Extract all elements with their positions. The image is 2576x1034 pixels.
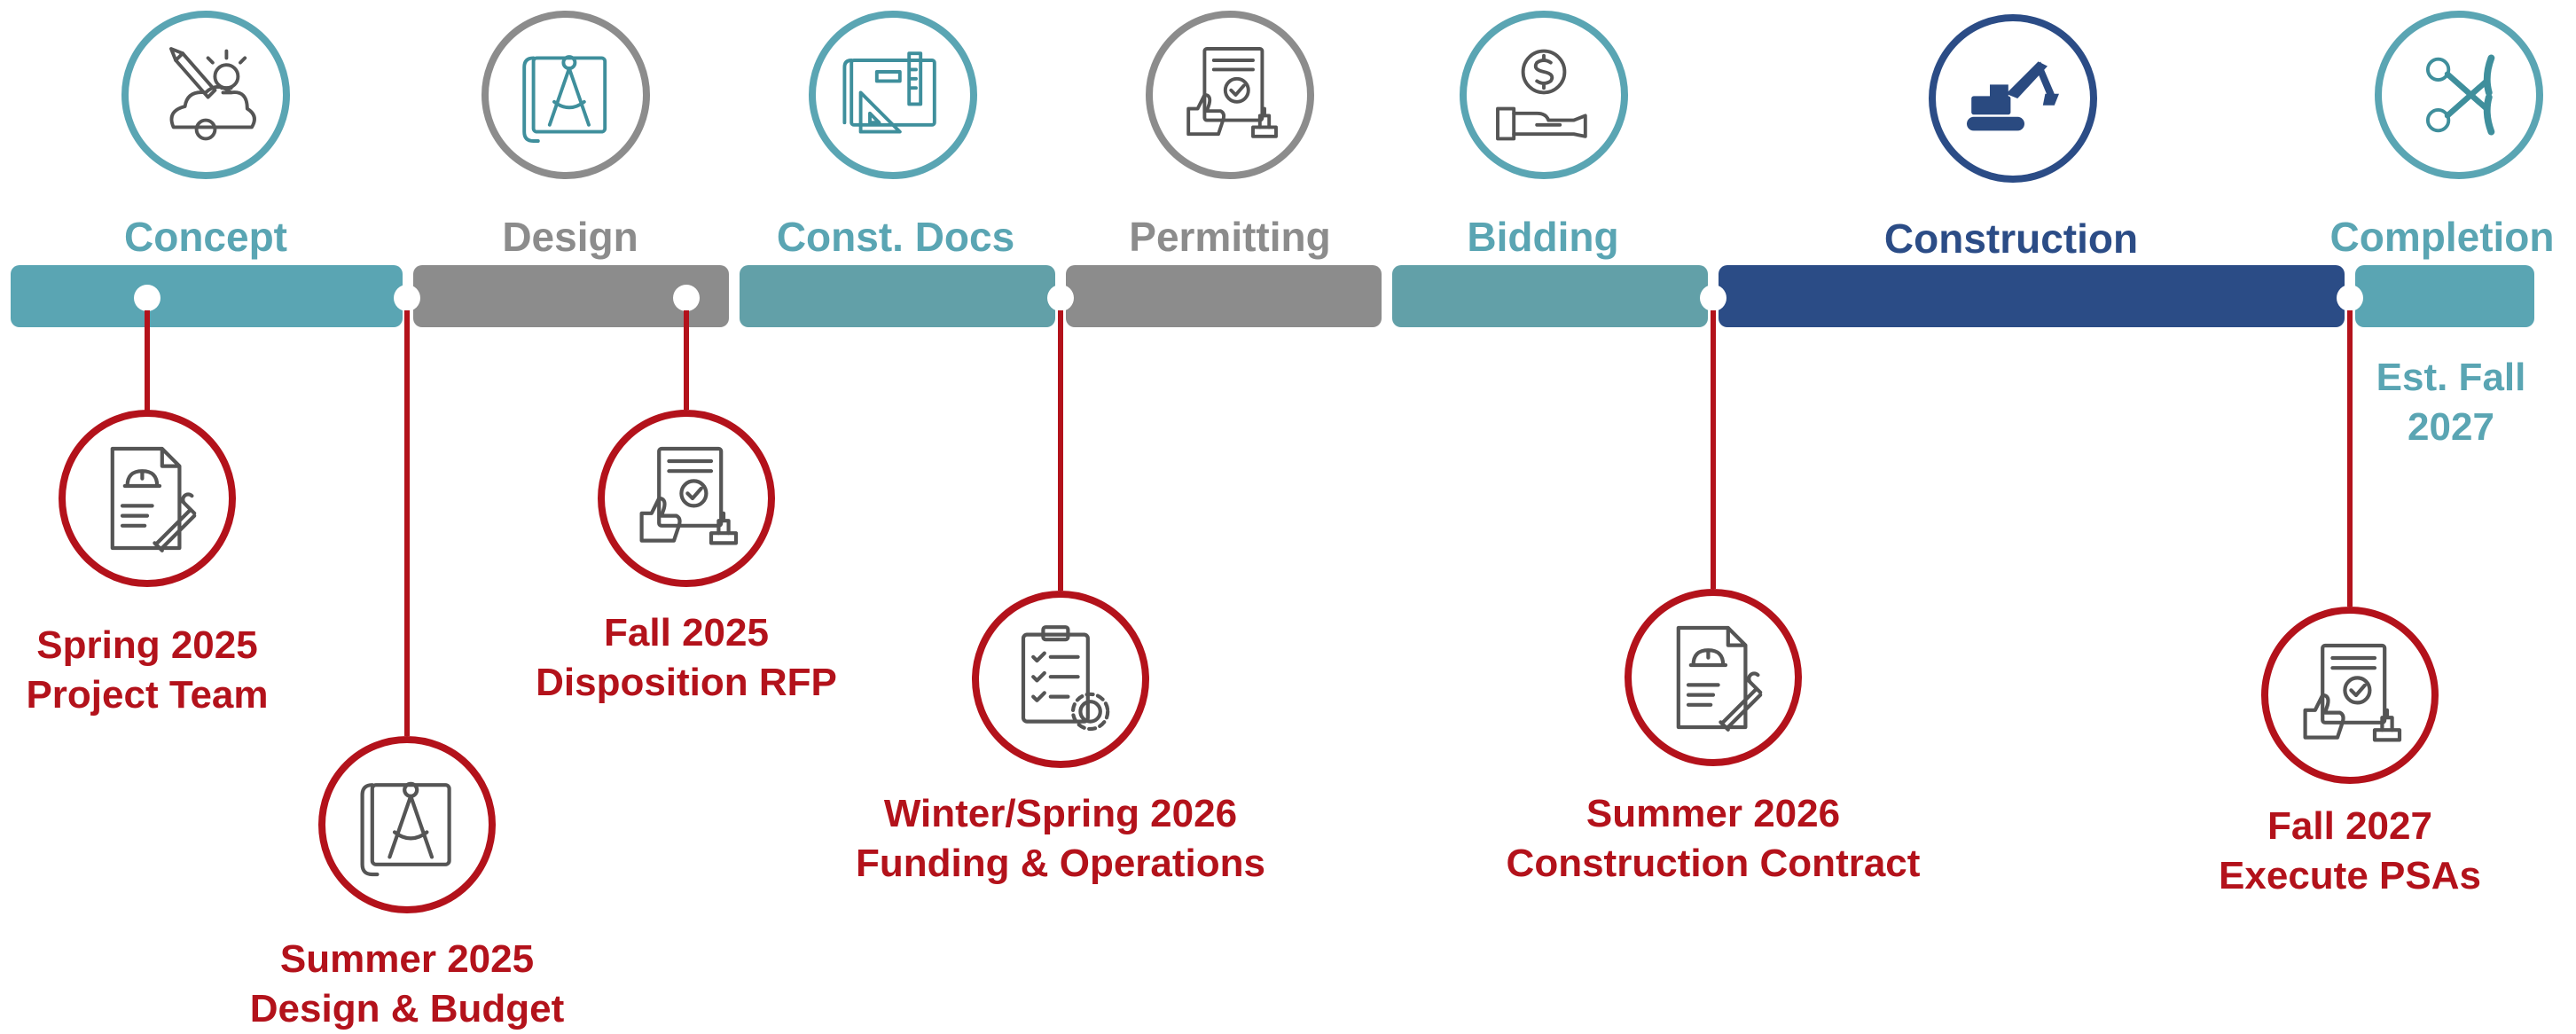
concept-icon [169,47,256,141]
milestone-dot-5 [1700,285,1726,311]
phase-label-const-docs: Const. Docs [776,214,1015,260]
design-icon [522,55,607,143]
completion-estimate-line1: Est. Fall [2376,356,2526,399]
milestone-date: Summer 2025 [279,937,535,981]
completion-estimate: Est. Fall 2027 [2376,353,2526,452]
milestone-dot-6 [2337,285,2363,311]
milestone-title: Funding & Operations [856,842,1265,885]
milestone-stem-4 [1058,310,1063,591]
completion-estimate-line2: 2027 [2408,405,2494,449]
milestone-date: Fall 2027 [2267,804,2432,848]
phase-label-bidding: Bidding [1467,214,1619,260]
checklist-icon [1021,625,1110,732]
milestone-stem-2 [404,310,410,736]
timeline-bar-concept [11,265,403,327]
timeline-bar-const-docs [740,265,1055,327]
phase-label-permitting: Permitting [1129,214,1331,260]
milestone-label-3: Fall 2025 Disposition RFP [536,608,837,708]
excavator-icon [1967,61,2059,131]
milestone-circle-2 [318,736,496,913]
ribbon-cutting-icon [2425,54,2495,136]
milestone-circle-6 [2261,607,2439,784]
permit-document-icon [1186,47,1278,138]
timeline-bar-bidding [1392,265,1708,327]
timeline-bar-permitting [1066,265,1382,327]
phase-label-concept: Concept [124,214,287,260]
timeline-bar-completion [2355,265,2534,327]
milestone-title: Design & Budget [249,987,565,1030]
timeline-bar-construction [1719,265,2345,327]
milestone-title: Project Team [26,673,269,717]
milestone-circle-4 [972,591,1149,768]
design-phase-circle [482,11,650,179]
milestone-circle-1 [59,410,236,587]
milestone-stem-3 [684,310,689,410]
milestone-dot-4 [1047,285,1074,311]
milestone-label-4: Winter/Spring 2026 Funding & Operations [856,789,1265,889]
milestone-dot-3 [673,285,700,311]
approval-icon [2303,643,2402,742]
completion-phase-circle [2375,11,2543,179]
milestone-date: Spring 2025 [36,623,258,667]
design-icon [360,781,451,877]
money-hand-icon [1496,49,1587,141]
phase-label-design: Design [502,214,638,260]
milestone-title: Disposition RFP [536,661,837,704]
milestone-circle-5 [1625,589,1802,766]
blueprint-icon [842,51,936,134]
const-docs-phase-circle [809,11,977,179]
milestone-label-5: Summer 2026 Construction Contract [1507,789,1921,889]
milestone-label-1: Spring 2025 Project Team [26,621,268,720]
milestone-stem-5 [1711,310,1716,589]
milestone-stem-1 [145,310,150,424]
permitting-phase-circle [1146,11,1314,179]
bidding-phase-circle [1460,11,1628,179]
concept-phase-circle [121,11,290,179]
approval-icon [639,446,739,545]
milestone-date: Fall 2025 [604,611,769,654]
milestone-title: Construction Contract [1506,842,1921,885]
milestone-dot-2 [394,285,420,311]
milestone-date: Winter/Spring 2026 [883,792,1238,835]
phase-label-construction: Construction [1883,215,2139,262]
construction-phase-circle [1929,14,2097,183]
milestone-circle-3 [598,410,775,587]
contract-icon [110,446,197,552]
milestone-title: Execute PSAs [2219,854,2481,897]
milestone-dot-1 [134,285,161,311]
phase-label-completion: Completion [2329,214,2555,260]
milestone-label-2: Summer 2025 Design & Budget [250,935,564,1034]
milestone-label-6: Fall 2027 Execute PSAs [2219,802,2481,901]
milestone-date: Summer 2026 [1586,792,1841,835]
contract-icon [1676,625,1763,732]
milestone-stem-6 [2347,310,2353,607]
